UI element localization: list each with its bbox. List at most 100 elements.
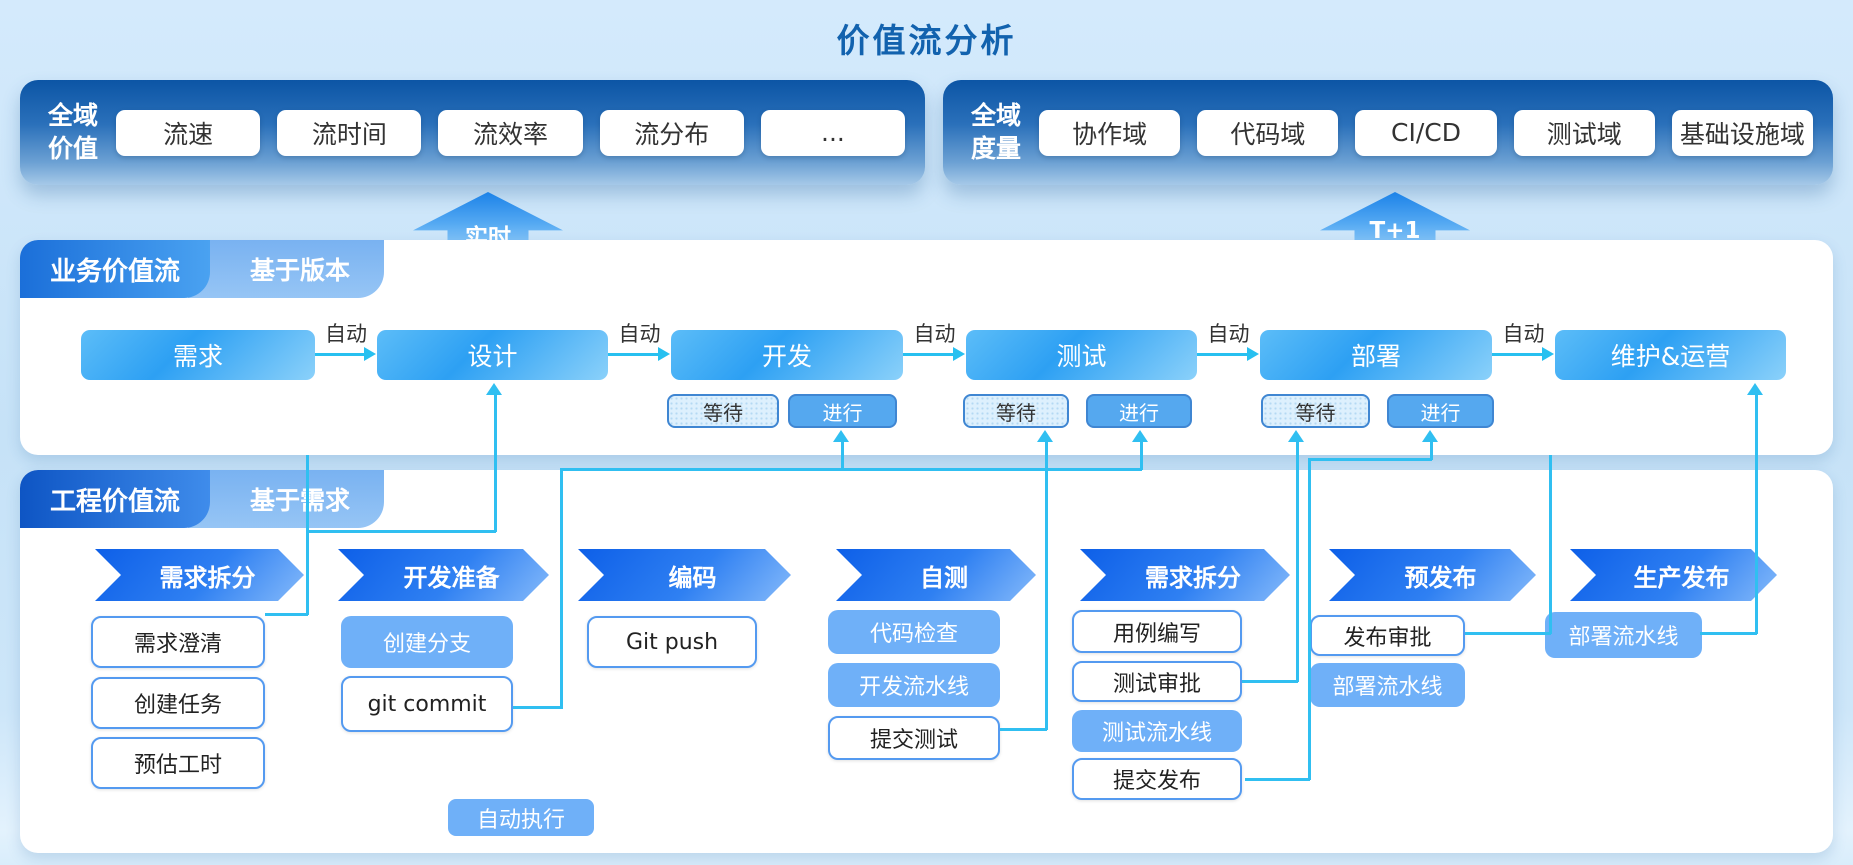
up-arrowhead-icon — [1288, 430, 1304, 442]
auto-transition-label: 自动 — [1502, 322, 1545, 346]
stage-arrow-line — [903, 353, 954, 356]
auto-transition-label: 自动 — [325, 322, 367, 346]
wait-badge: 等待 — [667, 394, 779, 428]
phase-chevron: 生产发布 — [1570, 549, 1777, 601]
engineering-stream-title: 工程价值流 — [20, 470, 211, 528]
task-box: 创建分支 — [341, 616, 513, 668]
task-box: 需求澄清 — [91, 616, 265, 668]
connector-line — [1430, 440, 1433, 460]
page-title: 价值流分析 — [836, 21, 1017, 60]
connector-line — [306, 455, 309, 615]
global-value-pill[interactable]: 流效率 — [438, 109, 583, 156]
right-arrow-icon — [953, 347, 965, 361]
up-arrowhead-icon — [1422, 430, 1438, 442]
global-metrics-pill[interactable]: 测试域 — [1513, 109, 1655, 156]
up-arrowhead-icon — [1132, 430, 1148, 442]
task-box: 测试审批 — [1072, 661, 1242, 702]
right-arrow-icon — [658, 347, 670, 361]
task-box: git commit — [341, 676, 513, 732]
global-value-label-line1: 全域 — [48, 101, 99, 130]
phase-chevron: 需求拆分 — [95, 549, 304, 601]
stage-arrow-line — [315, 353, 365, 356]
t-plus-1-arrow-label: T+1 — [1369, 218, 1421, 244]
up-arrowhead-icon — [486, 383, 502, 395]
connector-line — [1308, 458, 1432, 461]
task-box: 用例编写 — [1072, 610, 1242, 653]
phase-chevron: 需求拆分 — [1080, 549, 1290, 601]
engineering-value-stream-panel: 基于需求 工程价值流 需求拆分需求澄清创建任务预估工时 开发准备创建分支 git c… — [20, 470, 1833, 853]
task-box: 提交发布 — [1072, 758, 1242, 800]
task-box: 提交测试 — [828, 716, 1000, 760]
connector-line — [513, 706, 562, 709]
stage-arrow-line — [608, 353, 659, 356]
stage-arrow-line — [1492, 353, 1543, 356]
connector-line — [1308, 458, 1311, 780]
connector-line — [1549, 455, 1552, 634]
task-box: 创建任务 — [91, 677, 265, 729]
phase-chevron: 预发布 — [1329, 549, 1536, 601]
task-box: 部署流水线 — [1545, 612, 1702, 658]
global-value-panel: 全域 价值 流速流时间流效率流分布... — [20, 80, 925, 185]
global-metrics-pill[interactable]: 代码域 — [1197, 109, 1339, 156]
phase-chevron: 开发准备 — [338, 549, 549, 601]
up-arrowhead-icon — [833, 430, 849, 442]
wait-badge: 等待 — [1261, 394, 1370, 428]
task-box: Git push — [587, 616, 757, 668]
task-box: 开发流水线 — [828, 663, 1000, 707]
up-arrowhead-icon — [1747, 383, 1763, 395]
global-value-pill[interactable]: ... — [760, 109, 906, 156]
connector-line — [841, 440, 844, 470]
global-metrics-pill[interactable]: CI/CD — [1355, 109, 1497, 156]
connector-line — [1045, 440, 1048, 730]
global-metrics-pill[interactable]: 协作域 — [1039, 109, 1181, 156]
connector-line — [306, 530, 496, 533]
connector-line — [1242, 680, 1298, 683]
connector-line — [1245, 778, 1310, 781]
auto-transition-label: 自动 — [1207, 322, 1250, 346]
phase-chevron: 编码 — [578, 549, 791, 601]
business-stream-title: 业务价值流 — [20, 240, 211, 298]
global-value-label: 全域 价值 — [48, 100, 98, 165]
auto-execute-legend-badge: 自动执行 — [448, 799, 594, 836]
right-arrow-icon — [1542, 347, 1554, 361]
business-stage: 测试 — [966, 330, 1197, 380]
connector-line — [560, 468, 563, 709]
global-value-pill[interactable]: 流分布 — [599, 109, 744, 156]
progress-badge: 进行 — [788, 394, 897, 428]
connector-line — [494, 393, 497, 532]
task-box: 部署流水线 — [1310, 663, 1465, 707]
connector-line — [560, 468, 1142, 471]
global-metrics-panel: 全域 度量 协作域代码域 CI/CD 测试域基础设施域 — [943, 80, 1833, 185]
engineering-stream-tag: 基于需求 — [188, 470, 385, 528]
task-box: 测试流水线 — [1072, 710, 1242, 752]
business-value-stream-panel: 基于版本 业务价值流 需求设计开发测试部署维护&运营自动自动自动自动自动等待进行… — [20, 240, 1833, 455]
progress-badge: 进行 — [1086, 394, 1192, 428]
global-value-label-line2: 价值 — [48, 133, 99, 163]
business-stage: 设计 — [377, 330, 608, 380]
connector-line — [1000, 728, 1047, 731]
business-stream-tag: 基于版本 — [188, 240, 385, 298]
progress-badge: 进行 — [1387, 394, 1494, 428]
global-metrics-label: 全域 度量 — [971, 100, 1021, 165]
stage-arrow-line — [1197, 353, 1248, 356]
task-box: 预估工时 — [91, 737, 265, 789]
business-stage: 维护&运营 — [1555, 330, 1786, 380]
auto-transition-label: 自动 — [618, 322, 661, 346]
global-value-pill[interactable]: 流速 — [116, 109, 261, 156]
global-value-pills: 流速流时间流效率流分布... — [116, 109, 925, 156]
phase-chevron: 自测 — [836, 549, 1036, 601]
global-value-pill[interactable]: 流时间 — [277, 109, 422, 156]
global-metrics-pill[interactable]: 基础设施域 — [1671, 109, 1814, 156]
task-box: 发布审批 — [1310, 615, 1465, 656]
global-metrics-label-line1: 全域 — [971, 101, 1022, 130]
right-arrow-icon — [1247, 347, 1259, 361]
business-stage: 开发 — [671, 330, 903, 380]
connector-line — [265, 613, 308, 616]
connector-line — [1140, 440, 1143, 470]
business-stage: 需求 — [81, 330, 315, 380]
connector-line — [1465, 632, 1551, 635]
up-arrowhead-icon — [1037, 430, 1053, 442]
wait-badge: 等待 — [963, 394, 1069, 428]
connector-line — [1755, 391, 1758, 634]
